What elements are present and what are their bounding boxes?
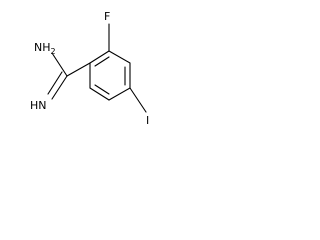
atom-label-imine: HN [30,99,47,112]
atom-label-fluorine: F [104,10,110,23]
bond-c1-amidine-carbon [66,62,91,77]
bond-c4-c5 [108,87,131,101]
bond-amidine-imine-b [47,71,63,95]
bond-amidine-nh2 [51,52,68,77]
double-bond-c5-c6-inner [94,84,110,95]
amine-nh-text: NH [34,41,51,54]
bond-c5-c6 [89,87,110,101]
atom-label-amine: NH2 [34,41,56,56]
atom-label-iodine: I [146,114,149,127]
double-bond-c1-c2-inner [94,56,110,67]
bond-c2-c3 [108,50,131,64]
bond-amidine-imine-a [51,75,68,100]
bond-c1-c2 [89,50,110,64]
benzene-ring [89,50,131,101]
chemical-structure: F NH2 HN I [30,10,149,127]
amine-subscript-text: 2 [51,47,56,56]
bond-c4-iodine [129,87,147,113]
